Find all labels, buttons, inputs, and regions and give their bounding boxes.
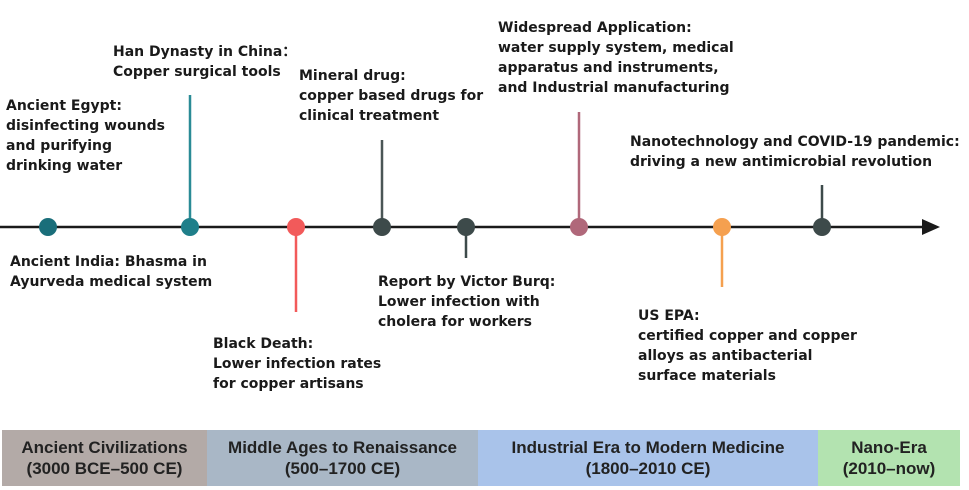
event-burq-line: Report by Victor Burq: bbox=[378, 274, 556, 290]
era-industrial: Industrial Era to Modern Medicine (1800–… bbox=[478, 430, 818, 486]
era-ancient: Ancient Civilizations (3000 BCE–500 CE) bbox=[2, 430, 207, 486]
event-burq-line: Lower infection with bbox=[378, 294, 540, 310]
dot-mineral bbox=[373, 218, 391, 236]
event-epa: US EPA: certified copper and copper allo… bbox=[638, 306, 857, 386]
event-epa-line: surface materials bbox=[638, 368, 776, 384]
era-middle-range: (500–1700 CE) bbox=[284, 459, 401, 478]
event-nano-line: Nanotechnology and COVID-19 pandemic: bbox=[630, 134, 960, 150]
era-nano-range: (2010–now) bbox=[842, 459, 936, 478]
event-epa-line: US EPA: bbox=[638, 308, 700, 324]
event-mineral-line: Mineral drug: bbox=[299, 68, 406, 84]
event-black-death-line: Black Death: bbox=[213, 336, 314, 352]
event-han-line: Copper surgical tools bbox=[113, 64, 281, 80]
timeline-arrowhead bbox=[922, 219, 940, 235]
event-nano: Nanotechnology and COVID-19 pandemic: dr… bbox=[630, 132, 960, 172]
era-industrial-name: Industrial Era to Modern Medicine bbox=[511, 438, 785, 457]
event-epa-line: alloys as antibacterial bbox=[638, 348, 813, 364]
dot-han bbox=[181, 218, 199, 236]
event-black-death: Black Death: Lower infection rates for c… bbox=[213, 334, 381, 394]
dot-black-death bbox=[287, 218, 305, 236]
event-black-death-line: for copper artisans bbox=[213, 376, 364, 392]
dot-nano bbox=[813, 218, 831, 236]
event-epa-line: certified copper and copper bbox=[638, 328, 857, 344]
event-black-death-line: Lower infection rates bbox=[213, 356, 382, 372]
event-india-line: Ancient India: Bhasma in bbox=[10, 254, 207, 270]
era-nano-name: Nano-Era bbox=[851, 438, 927, 457]
event-han: Han Dynasty in China： Copper surgical to… bbox=[113, 42, 296, 82]
event-egypt-line: Ancient Egypt: bbox=[6, 98, 122, 114]
event-nano-line: driving a new antimicrobial revolution bbox=[630, 154, 933, 170]
event-mineral-line: copper based drugs for bbox=[299, 88, 484, 104]
event-han-line: Han Dynasty in China： bbox=[113, 44, 297, 60]
era-ancient-name: Ancient Civilizations bbox=[21, 438, 188, 457]
event-widespread: Widespread Application: water supply sys… bbox=[498, 18, 734, 98]
dot-burq bbox=[457, 218, 475, 236]
event-mineral-line: clinical treatment bbox=[299, 108, 440, 124]
event-egypt-line: disinfecting wounds bbox=[6, 118, 165, 134]
era-ancient-range: (3000 BCE–500 CE) bbox=[26, 459, 183, 478]
event-widespread-line: Widespread Application: bbox=[498, 20, 692, 36]
event-widespread-line: and Industrial manufacturing bbox=[498, 80, 730, 96]
event-india-line: Ayurveda medical system bbox=[10, 274, 213, 290]
event-egypt-line: and purifying bbox=[6, 138, 113, 154]
event-india: Ancient India: Bhasma in Ayurveda medica… bbox=[10, 252, 212, 292]
event-widespread-line: apparatus and instruments, bbox=[498, 60, 719, 76]
era-industrial-range: (1800–2010 CE) bbox=[585, 459, 711, 478]
era-nano: Nano-Era (2010–now) bbox=[818, 430, 960, 486]
era-middle-name: Middle Ages to Renaissance bbox=[228, 438, 457, 457]
timeline-diagram bbox=[0, 95, 940, 312]
era-bar: Ancient Civilizations (3000 BCE–500 CE) … bbox=[0, 430, 969, 486]
dot-widespread bbox=[570, 218, 588, 236]
dot-egypt bbox=[39, 218, 57, 236]
event-burq-line: cholera for workers bbox=[378, 314, 533, 330]
event-widespread-line: water supply system, medical bbox=[498, 40, 734, 56]
event-mineral: Mineral drug: copper based drugs for cli… bbox=[299, 66, 483, 126]
event-egypt: Ancient Egypt: disinfecting wounds and p… bbox=[6, 96, 165, 176]
dot-epa bbox=[713, 218, 731, 236]
era-middle: Middle Ages to Renaissance (500–1700 CE) bbox=[207, 430, 478, 486]
event-egypt-line: drinking water bbox=[6, 158, 123, 174]
event-burq: Report by Victor Burq: Lower infection w… bbox=[378, 272, 555, 332]
